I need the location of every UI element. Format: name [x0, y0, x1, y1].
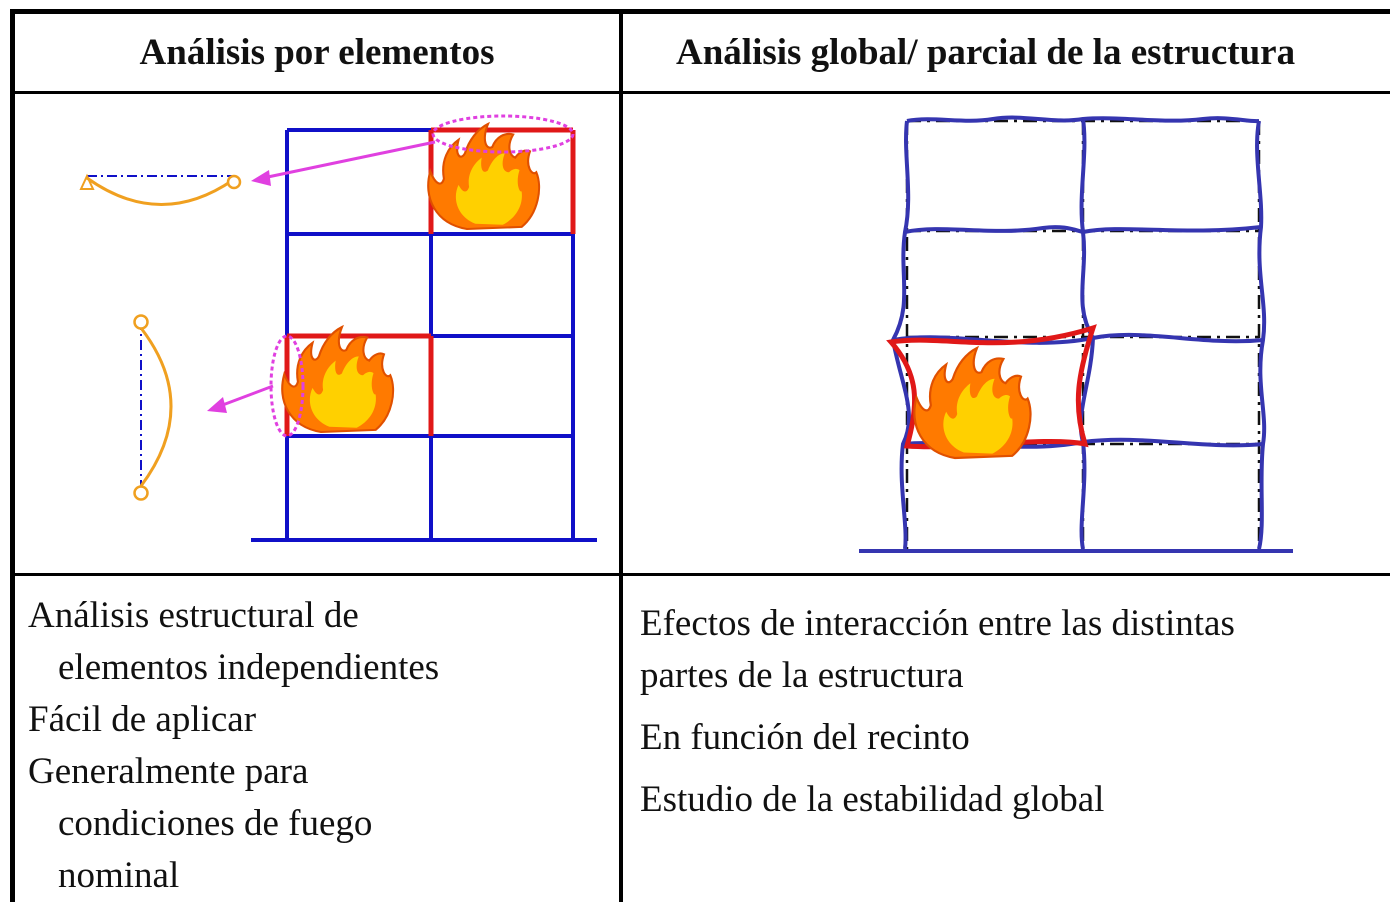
- roller-support: [226, 174, 242, 190]
- description-line: En función del recinto: [640, 717, 970, 758]
- description-line: Efectos de interacción entre las distint…: [640, 603, 1235, 644]
- extraction-arrow: [262, 140, 436, 180]
- table-border-top: [10, 9, 1390, 14]
- table-border-left: [10, 9, 15, 902]
- element-analysis-diagram: [79, 114, 597, 542]
- pin-support: [79, 173, 95, 190]
- description-line: Análisis estructural de: [28, 595, 359, 636]
- description-line: condiciones de fuego: [58, 803, 373, 844]
- description-line: elementos independientes: [58, 647, 440, 688]
- column-deformed-shape: [139, 327, 173, 487]
- selected-column-highlight: [269, 334, 305, 438]
- table-body-divider: [10, 573, 1390, 576]
- description-line: Fácil de aplicar: [28, 699, 257, 740]
- global-analysis-description: Efectos de interacción entre las distint…: [640, 598, 1380, 826]
- selected-beam-highlight: [431, 114, 575, 154]
- description-line: Generalmente para: [28, 751, 309, 792]
- column-bottom-support: [133, 485, 149, 501]
- column-top-support: [133, 314, 149, 330]
- table-header-divider: [10, 91, 1390, 94]
- element-analysis-description: Análisis estructural de elementos indepe…: [28, 590, 608, 902]
- fire-icon: [427, 122, 541, 231]
- global-analysis-diagram: [859, 115, 1293, 553]
- description-line: nominal: [58, 855, 180, 896]
- header-element-analysis: Análisis por elementos: [139, 32, 495, 73]
- beam-deformed-shape: [86, 176, 234, 206]
- deformed-frame: [890, 115, 1267, 550]
- extraction-arrow: [219, 384, 274, 408]
- description-line: Estudio de la estabilidad global: [640, 779, 1105, 820]
- table-column-divider: [619, 9, 623, 902]
- heated-compartment: [886, 324, 1097, 450]
- description-line: partes de la estructura: [640, 655, 964, 696]
- header-global-analysis: Análisis global/ parcial de la estructur…: [676, 32, 1296, 73]
- fire-icon: [913, 346, 1032, 460]
